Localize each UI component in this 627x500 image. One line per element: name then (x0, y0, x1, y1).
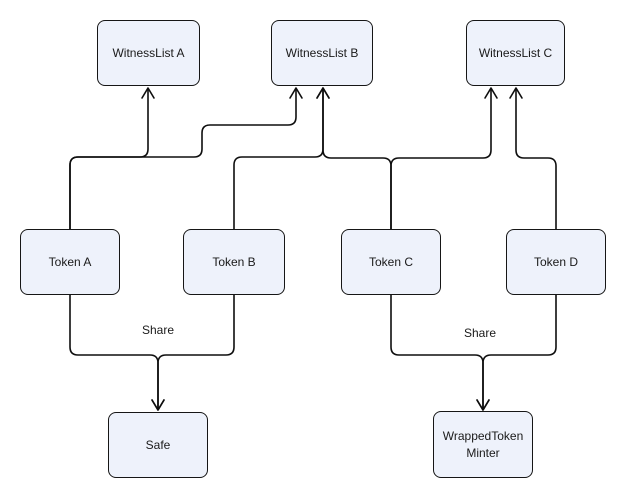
node-token-a: Token A (20, 229, 120, 295)
node-label: Token B (212, 254, 256, 269)
node-label: WitnessList A (112, 45, 185, 60)
arrowhead-witnesslist-b-icon (289, 87, 303, 99)
node-label: WitnessList B (285, 45, 359, 60)
edge-token-b-to-safe (157, 294, 235, 410)
edge-token-a-to-safe (69, 294, 159, 410)
edge-token-a-to-witnesslist-b (69, 88, 297, 230)
node-label: Token C (368, 254, 414, 269)
node-token-c: Token C (341, 229, 441, 295)
node-safe: Safe (108, 412, 208, 478)
arrowhead-witnesslist-a-icon (141, 87, 155, 99)
edge-token-a-to-witnesslist-a (69, 88, 149, 230)
edge-token-c-to-witnesslist-c (390, 88, 492, 230)
edge-token-b-to-witnesslist-b (233, 88, 324, 230)
node-token-d: Token D (506, 229, 606, 295)
edge-label-share: Share (141, 323, 175, 337)
node-witnesslist-b: WitnessList B (271, 20, 373, 86)
node-witnesslist-a: WitnessList A (97, 20, 200, 86)
arrowhead-wrappedtoken-minter-icon (476, 399, 490, 411)
edge-token-d-to-witnesslist-c (515, 88, 557, 230)
node-label: WrappedToken Minter (442, 428, 524, 460)
edge-token-c-to-witnesslist-b (322, 88, 392, 230)
node-label: Token D (533, 254, 579, 269)
edge-label-share: Share (463, 326, 497, 340)
node-witnesslist-c: WitnessList C (466, 20, 565, 86)
node-wrappedtoken-minter: WrappedToken Minter (433, 411, 533, 478)
arrowhead-witnesslist-b-icon (316, 87, 330, 99)
arrowhead-witnesslist-c-icon (484, 87, 498, 99)
node-label: Safe (145, 437, 171, 452)
arrowhead-witnesslist-c-icon (509, 87, 523, 99)
node-label: WitnessList C (478, 45, 553, 60)
node-label: Token A (48, 254, 92, 269)
arrowhead-safe-icon (151, 399, 165, 411)
node-token-b: Token B (183, 229, 285, 295)
edge-token-d-to-wrappedtoken-minter (482, 294, 557, 410)
edge-token-c-to-wrappedtoken-minter (390, 294, 484, 410)
